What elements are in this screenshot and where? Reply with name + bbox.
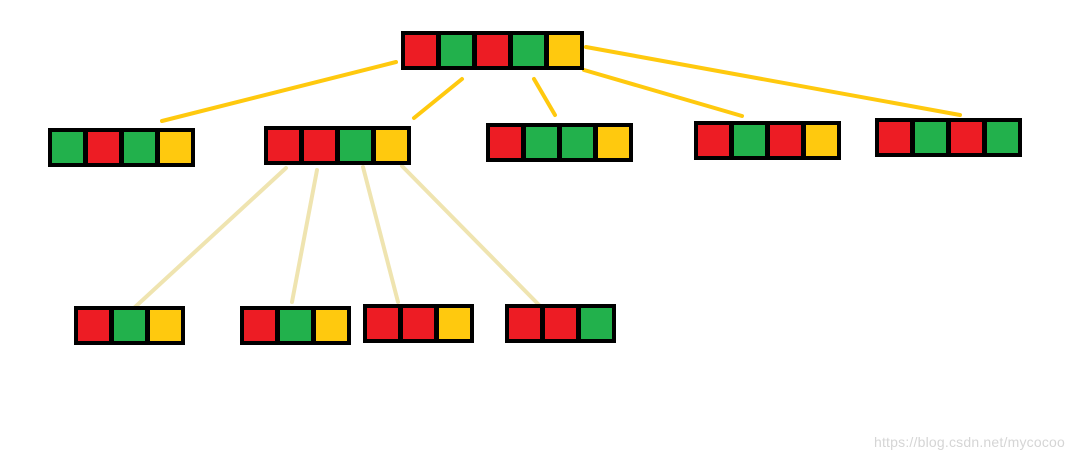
cell-red	[268, 130, 299, 161]
cell-yellow	[439, 308, 470, 339]
cell-yellow	[160, 132, 191, 163]
cell-yellow	[598, 127, 629, 158]
edge-root-l1-2	[412, 77, 464, 120]
cell-green	[581, 308, 612, 339]
cell-green	[562, 127, 593, 158]
edge-root-l1-5	[584, 45, 962, 117]
cell-green	[114, 310, 145, 341]
cell-red	[698, 125, 729, 156]
cell-red	[403, 308, 434, 339]
edge-root-l1-4	[582, 68, 744, 118]
node-l1-2	[264, 126, 411, 165]
cell-green	[280, 310, 311, 341]
node-l2-4	[505, 304, 616, 343]
cell-red	[509, 308, 540, 339]
cell-green	[915, 122, 946, 153]
cell-green	[340, 130, 371, 161]
cell-red	[244, 310, 275, 341]
watermark-url: https://blog.csdn.net/mycocoo	[873, 434, 1065, 450]
node-l1-1	[48, 128, 195, 167]
cell-green	[124, 132, 155, 163]
cell-green	[987, 122, 1018, 153]
edge-l1-2-l2-3	[361, 165, 400, 304]
cell-green	[52, 132, 83, 163]
cell-red	[770, 125, 801, 156]
cell-red	[88, 132, 119, 163]
node-l2-2	[240, 306, 351, 345]
cell-green	[526, 127, 557, 158]
node-l1-4	[694, 121, 841, 160]
node-l2-1	[74, 306, 185, 345]
cell-red	[477, 35, 508, 66]
cell-red	[545, 308, 576, 339]
tree-edges	[132, 45, 962, 310]
cell-yellow	[376, 130, 407, 161]
cell-red	[304, 130, 335, 161]
cell-yellow	[150, 310, 181, 341]
cell-yellow	[316, 310, 347, 341]
cell-green	[734, 125, 765, 156]
cell-red	[405, 35, 436, 66]
cell-red	[490, 127, 521, 158]
cell-red	[367, 308, 398, 339]
cell-red	[879, 122, 910, 153]
cell-green	[441, 35, 472, 66]
edge-l1-2-l2-4	[400, 164, 542, 308]
tree-nodes	[48, 31, 1022, 345]
cell-green	[513, 35, 544, 66]
edge-l1-2-l2-2	[290, 168, 319, 304]
node-root	[401, 31, 584, 70]
edge-root-l1-3	[532, 77, 557, 117]
edge-root-l1-1	[160, 60, 398, 123]
cell-yellow	[549, 35, 580, 66]
cell-red	[78, 310, 109, 341]
cell-yellow	[806, 125, 837, 156]
edge-l1-2-l2-1	[132, 166, 288, 310]
node-l1-5	[875, 118, 1022, 157]
node-l1-3	[486, 123, 633, 162]
cell-red	[951, 122, 982, 153]
node-l2-3	[363, 304, 474, 343]
